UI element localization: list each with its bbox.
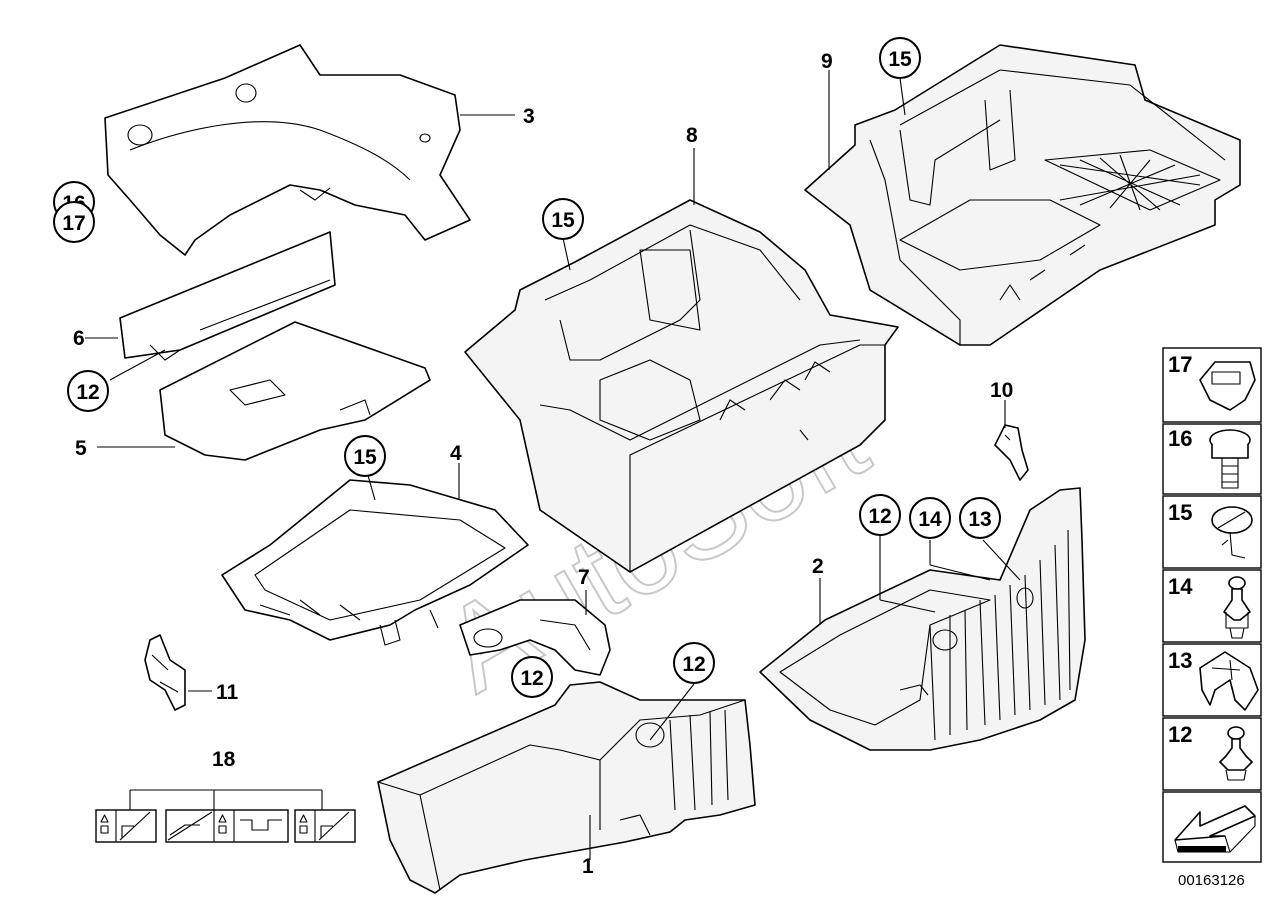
callout-15-tub: 15 — [542, 198, 584, 240]
svg-text:15: 15 — [1168, 500, 1192, 525]
part-11-bracket[interactable] — [144, 634, 186, 711]
callout-14: 14 — [909, 497, 951, 539]
label-9: 9 — [821, 50, 833, 73]
part-8-storage-tub[interactable] — [464, 199, 899, 573]
svg-text:13: 13 — [1168, 648, 1192, 673]
callout-13: 13 — [959, 497, 1001, 539]
label-5: 5 — [75, 437, 87, 460]
svg-text:15: 15 — [551, 209, 575, 232]
leader-lines — [85, 70, 1021, 860]
callout-12-right: 12 — [859, 494, 901, 536]
svg-text:12: 12 — [682, 653, 705, 676]
label-8: 8 — [686, 124, 698, 147]
fastener-legend: 17 16 15 14 13 — [1162, 347, 1262, 863]
legend-item-12[interactable]: 12 — [1162, 717, 1262, 791]
label-1: 1 — [582, 855, 594, 878]
part-2-underbody-cover[interactable] — [759, 487, 1086, 751]
label-10: 10 — [990, 379, 1013, 402]
svg-text:16: 16 — [1168, 426, 1192, 451]
part-9-storage-tray[interactable] — [804, 44, 1241, 346]
svg-text:13: 13 — [968, 508, 991, 531]
svg-text:17: 17 — [1168, 352, 1192, 377]
callout-15-upper: 15 — [879, 37, 921, 79]
part-18-label-set[interactable] — [95, 809, 356, 843]
part-5-floor-mat[interactable] — [159, 321, 431, 461]
label-4: 4 — [450, 442, 462, 465]
part-7-duct[interactable] — [459, 599, 611, 676]
part-6-trim-strip[interactable] — [119, 231, 336, 361]
document-number: 00163126 — [1178, 872, 1245, 889]
legend-item-17[interactable]: 17 — [1162, 347, 1262, 423]
svg-text:12: 12 — [76, 381, 99, 404]
part-10-bracket[interactable] — [994, 424, 1029, 481]
callout-12-center: 12 — [673, 642, 715, 684]
label-11: 11 — [216, 681, 239, 704]
label-7: 7 — [578, 566, 590, 589]
svg-text:14: 14 — [918, 508, 942, 531]
svg-text:12: 12 — [1168, 722, 1192, 747]
callout-12-left: 12 — [67, 370, 109, 412]
svg-text:15: 15 — [888, 48, 912, 71]
callout-12-duct: 12 — [511, 656, 553, 698]
svg-text:17: 17 — [62, 212, 85, 235]
label-18: 18 — [212, 748, 236, 771]
legend-item-14[interactable]: 14 — [1162, 569, 1262, 643]
svg-text:14: 14 — [1168, 574, 1193, 599]
svg-text:15: 15 — [353, 446, 377, 469]
label-2: 2 — [812, 555, 824, 578]
callout-17-main: 17 — [53, 201, 95, 243]
legend-item-13[interactable]: 13 — [1162, 643, 1262, 717]
part-3-trim-panel[interactable] — [104, 44, 471, 256]
legend-item-15[interactable]: 15 — [1162, 495, 1262, 569]
navigation-arrow-icon[interactable] — [1174, 805, 1256, 841]
part-1-floor-cover[interactable] — [377, 681, 756, 894]
svg-text:12: 12 — [520, 667, 543, 690]
label-6: 6 — [73, 327, 85, 350]
svg-text:12: 12 — [868, 505, 891, 528]
legend-item-16[interactable]: 16 — [1162, 423, 1262, 495]
part-4-storage-tray[interactable] — [221, 479, 529, 646]
callout-15-tray: 15 — [344, 435, 386, 477]
legend-arrow-box[interactable] — [1162, 791, 1262, 863]
label-3: 3 — [523, 105, 535, 128]
